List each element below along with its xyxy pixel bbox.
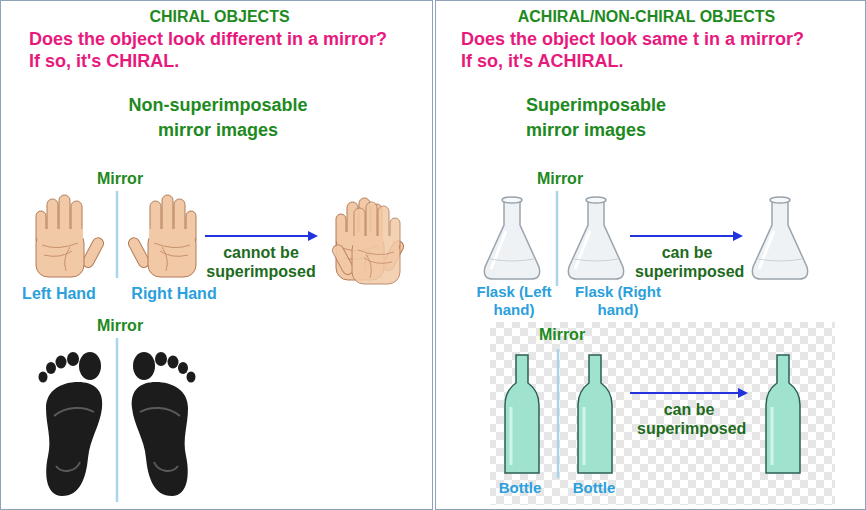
question-text: Does the object look same t in a mirror?…	[461, 28, 813, 72]
object-label: Flask (Right hand)	[566, 283, 670, 319]
arrow-caption: can be superimposed	[637, 400, 741, 438]
mirror-label: Mirror	[88, 169, 152, 188]
question-text: Does the object look different in a mirr…	[29, 28, 395, 72]
arrow-caption: cannot be superimposed	[203, 243, 319, 281]
mirror-label: Mirror	[530, 325, 594, 344]
panel-heading: CHIRAL OBJECTS	[3, 7, 436, 27]
object-label: Left Hand	[14, 284, 104, 303]
subheading: Superimposable mirror images	[526, 93, 678, 143]
object-label: Bottle	[488, 479, 552, 497]
arrow-caption: can be superimposed	[635, 243, 739, 281]
mirror-label: Mirror	[528, 169, 592, 188]
object-label: Bottle	[562, 479, 626, 497]
mirror-label: Mirror	[88, 316, 152, 335]
panel-heading: ACHIRAL/NON-CHIRAL OBJECTS	[431, 7, 862, 27]
object-label: Flask (Left hand)	[466, 283, 562, 319]
object-label: Right Hand	[124, 284, 224, 303]
subheading: Non-superimposable mirror images	[118, 93, 318, 143]
chiral-panel: CHIRAL OBJECTSDoes the object look diffe…	[0, 0, 433, 510]
